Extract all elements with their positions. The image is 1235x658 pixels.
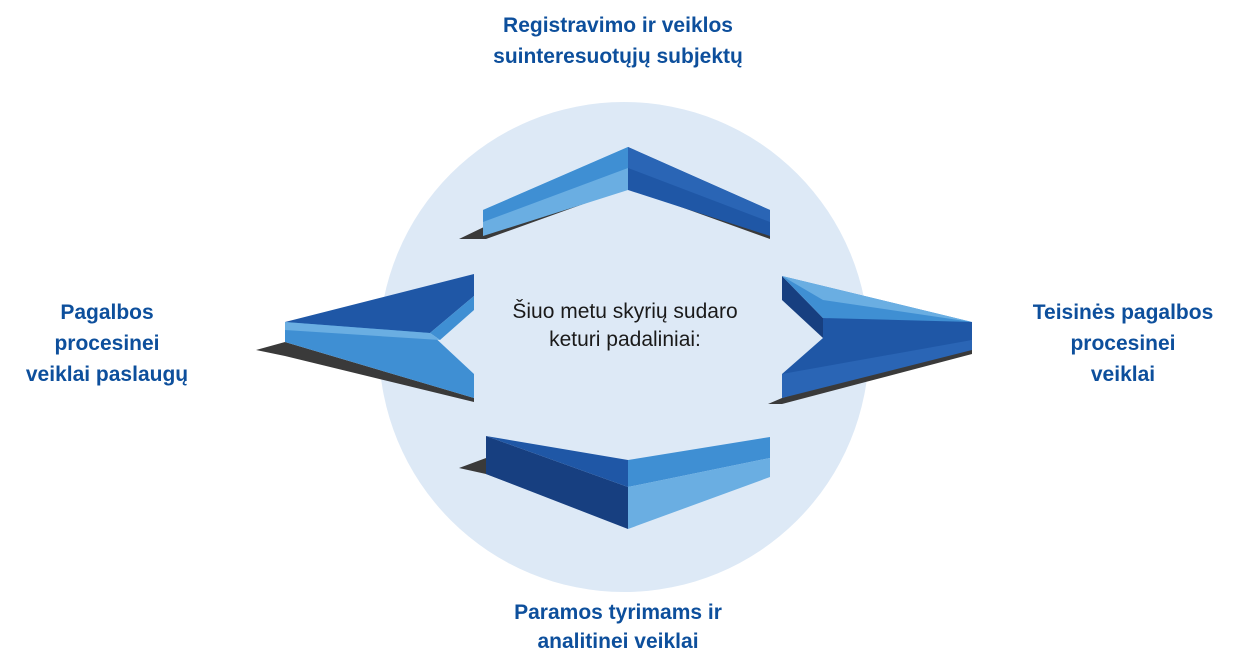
arrow-right-top-light bbox=[782, 276, 972, 322]
unit-label-right-line-2: procesinei bbox=[1070, 332, 1176, 355]
unit-label-top-line-1: Registravimo ir veiklos bbox=[503, 14, 733, 37]
unit-label-left-line-2: procesinei bbox=[54, 332, 160, 355]
arrow-right bbox=[768, 276, 972, 404]
arrow-up-right-top bbox=[628, 147, 770, 222]
unit-label-right-line-3: veiklai bbox=[1090, 363, 1156, 386]
center-text-line-1: Šiuo metu skyrių sudaro bbox=[512, 300, 738, 323]
unit-label-left-line-3: veiklai paslaugų bbox=[25, 363, 189, 386]
arrow-left bbox=[256, 274, 474, 402]
unit-label-bottom-line-1: Paramos tyrimams ir bbox=[514, 601, 722, 624]
arrow-left-shadow bbox=[256, 342, 474, 402]
unit-label-right-line-1: Teisinės pagalbos bbox=[1032, 301, 1214, 324]
arrow-left-top-wing bbox=[285, 274, 474, 342]
arrow-right-bottom-face bbox=[782, 340, 972, 398]
arrow-left-bottom-light bbox=[285, 322, 440, 340]
arrow-left-top-edge bbox=[430, 296, 474, 340]
arrow-down-right-top bbox=[628, 437, 770, 487]
arrow-up-left-top bbox=[483, 147, 628, 222]
arrow-right-dark-side bbox=[782, 276, 823, 338]
unit-label-left-line-1: Pagalbos bbox=[60, 301, 154, 324]
arrow-down-left-dark bbox=[486, 436, 628, 529]
unit-label-top-line-2: suinteresuotųjų subjektų bbox=[493, 45, 743, 68]
arrow-up bbox=[459, 147, 770, 239]
arrow-down-right-face bbox=[628, 458, 770, 529]
arrow-down bbox=[459, 436, 770, 529]
center-text-line-2: keturi padaliniai: bbox=[549, 328, 701, 351]
arrow-down-left-top bbox=[486, 436, 628, 487]
arrow-left-bottom-wing bbox=[285, 322, 474, 398]
unit-label-bottom-line-2: analitinei veiklai bbox=[537, 630, 699, 653]
